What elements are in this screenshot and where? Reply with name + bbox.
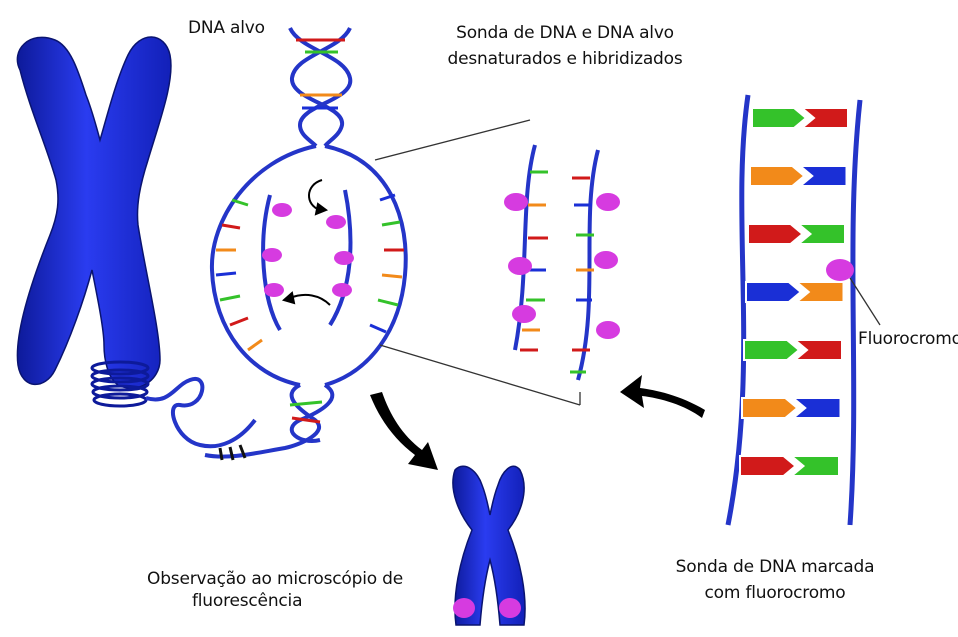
signal-left [453,598,475,618]
probe-base-left [750,166,804,186]
label-observation-line2: fluorescência [192,590,410,612]
arrow-to-hybrid [620,375,705,418]
bubble-fluorochromes [262,203,354,297]
labeled-probe [728,95,880,525]
probe-base-right [802,108,848,128]
small-chromosome [453,466,525,625]
probe-base-left [740,456,796,476]
label-probe: Sonda de DNA marcada com fluorocromo [660,556,890,604]
hybridized-strands [504,145,620,380]
probe-base-left [748,224,803,244]
label-fluorochrome: Fluorocromo [858,328,958,350]
probe-fluorochrome [826,259,854,281]
probe-base-left [746,282,801,302]
label-target-dna: DNA alvo [188,17,265,39]
signal-right [499,598,521,618]
label-observation: Observação ao microscópio de fluorescênc… [140,568,410,612]
probe-base-right [800,166,846,186]
probe-base-right [797,282,844,302]
label-probe-line2: com fluorocromo [660,582,890,604]
probe-base-right [799,224,846,244]
label-hybridized-line1: Sonda de DNA e DNA alvo [430,22,700,44]
target-dna-helix [205,28,406,457]
probe-base-left [744,340,799,360]
probe-base-right [795,340,842,360]
probe-base-left [742,398,797,418]
probe-base-right [793,398,840,418]
arrow-to-microscope [370,392,438,470]
label-hybridized: Sonda de DNA e DNA alvo desnaturados e h… [430,22,700,70]
probe-base-right [792,456,840,476]
label-hybridized-line2: desnaturados e hibridizados [430,48,700,70]
large-chromosome [17,37,255,446]
label-observation-line1: Observação ao microscópio de [140,568,410,590]
bubble-curved-arrows [284,180,330,305]
label-probe-line1: Sonda de DNA marcada [660,556,890,578]
probe-base-left [752,108,806,128]
